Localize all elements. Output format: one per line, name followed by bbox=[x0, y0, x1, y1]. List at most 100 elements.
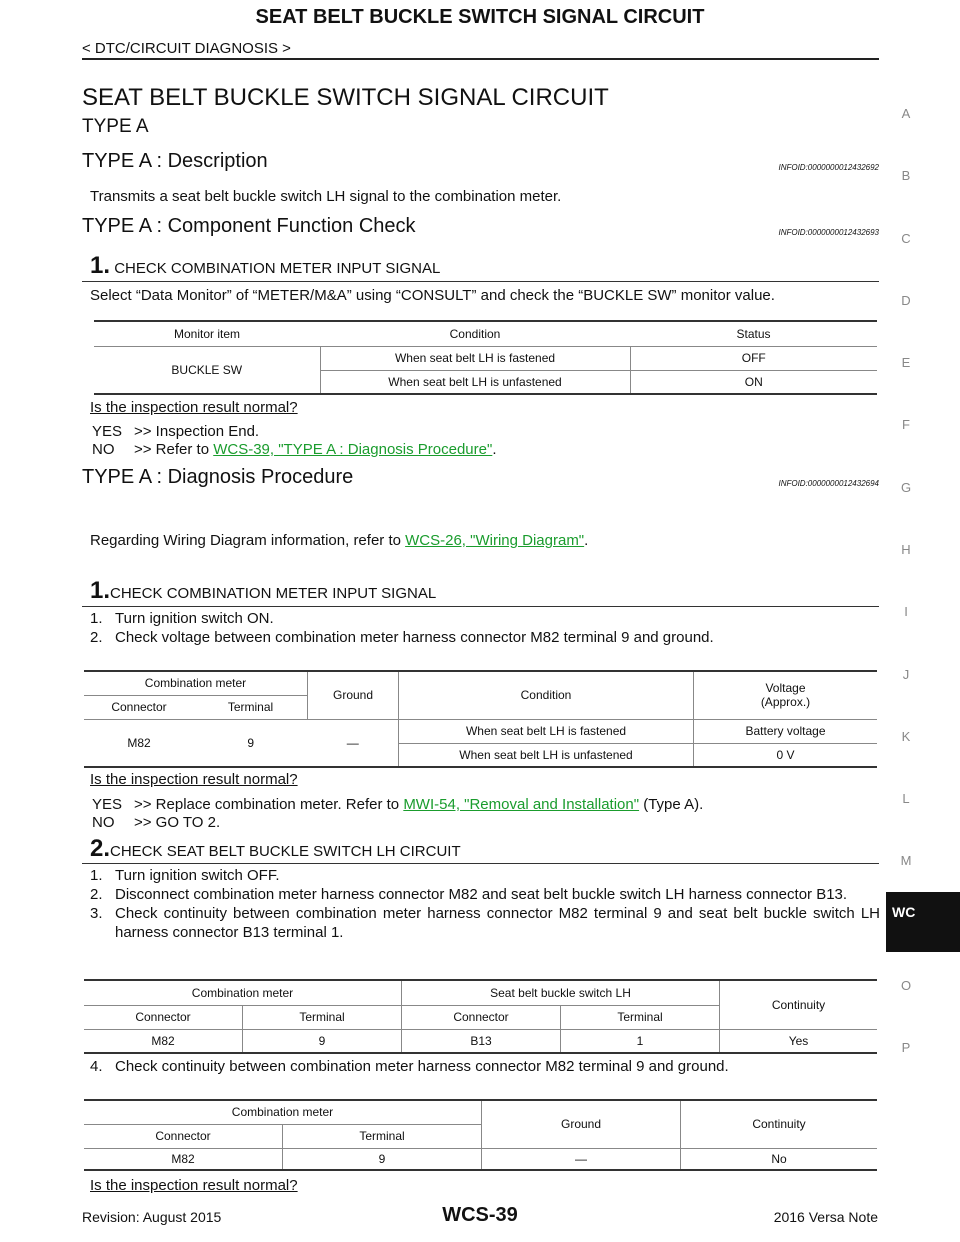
diagnosis-heading: TYPE A : Diagnosis Procedure INFOID:0000… bbox=[82, 466, 879, 492]
side-index-g[interactable]: G bbox=[900, 480, 912, 495]
component-check-step: 1. CHECK COMBINATION METER INPUT SIGNAL bbox=[90, 252, 440, 280]
side-index-i[interactable]: I bbox=[904, 604, 908, 619]
table-header-cell: Terminal bbox=[560, 1004, 720, 1029]
page-header-title: SEAT BELT BUCKLE SWITCH SIGNAL CIRCUIT bbox=[255, 6, 705, 28]
infoid-description: INFOID:0000000012432692 bbox=[778, 163, 879, 172]
table-cell: M82 bbox=[84, 1147, 283, 1170]
yes-text: >> Inspection End. bbox=[134, 423, 260, 440]
inspection-question: Is the inspection result normal? bbox=[90, 1177, 298, 1194]
side-index-f[interactable]: F bbox=[902, 417, 910, 432]
result-yes: YES >> Replace combination meter. Refer … bbox=[92, 796, 704, 813]
wiring-reference: Regarding Wiring Diagram information, re… bbox=[90, 532, 880, 549]
result-options: YES >> Replace combination meter. Refer … bbox=[92, 796, 703, 832]
table-header-cell: Voltage (Approx.) bbox=[693, 671, 877, 719]
result-no: NO >> Refer to WCS-39, "TYPE A : Diagnos… bbox=[92, 441, 497, 459]
table-header-cell: Continuity bbox=[680, 1100, 877, 1148]
table-cell: 0 V bbox=[693, 742, 877, 767]
step-number: 1. bbox=[90, 252, 111, 279]
table-header-row: Combination meter Ground Continuity bbox=[84, 1100, 877, 1148]
table-header-cell: Connector bbox=[84, 1004, 243, 1029]
table-header-cell: Combination meter bbox=[144, 676, 247, 691]
side-index-a[interactable]: A bbox=[901, 106, 911, 121]
side-index-j[interactable]: J bbox=[902, 667, 910, 682]
description-heading: TYPE A : Description INFOID:000000001243… bbox=[82, 150, 879, 176]
list-item: 1.Turn ignition switch ON. bbox=[90, 610, 274, 627]
section-type: TYPE A bbox=[82, 116, 149, 137]
side-index-current-tab[interactable]: WC bbox=[886, 892, 960, 952]
step-title: CHECK SEAT BELT BUCKLE SWITCH LH CIRCUIT bbox=[110, 843, 461, 860]
footer-revision: Revision: August 2015 bbox=[82, 1209, 222, 1225]
side-index-c[interactable]: C bbox=[901, 231, 911, 246]
table-cell: M82 bbox=[84, 1028, 243, 1053]
list-item: 3.Check continuity between combination m… bbox=[90, 905, 880, 941]
side-index-m[interactable]: M bbox=[900, 853, 912, 868]
table-header-cell: Ground bbox=[307, 671, 399, 719]
side-index-l[interactable]: L bbox=[902, 791, 910, 806]
table-header-cell: Monitor item bbox=[173, 326, 241, 341]
list-item: 1.Turn ignition switch OFF. bbox=[90, 867, 280, 884]
side-index-e[interactable]: E bbox=[901, 355, 911, 370]
continuity-table-2: Combination meter Ground Continuity Conn… bbox=[84, 1099, 877, 1171]
component-check-instruction: Select “Data Monitor” of “METER/M&A” usi… bbox=[90, 287, 775, 304]
table-header-row: Combination meter Seat belt buckle switc… bbox=[84, 980, 877, 1029]
step2-list: 1.Turn ignition switch OFF. 2.Disconnect… bbox=[90, 866, 880, 942]
table-row: When seat belt LH is unfastened 0 V bbox=[84, 742, 877, 767]
table-cell: 1 bbox=[560, 1028, 720, 1053]
side-index-o[interactable]: O bbox=[900, 978, 912, 993]
side-index-h[interactable]: H bbox=[901, 542, 911, 557]
diagnosis-step-1: 1.CHECK COMBINATION METER INPUT SIGNAL bbox=[90, 577, 436, 605]
table-cell: When seat belt LH is unfastened bbox=[319, 369, 630, 394]
wiring-diagram-link[interactable]: WCS-26, "Wiring Diagram" bbox=[405, 532, 585, 549]
no-key: NO bbox=[92, 441, 115, 458]
voltage-table: Combination meter Ground Condition Volta… bbox=[84, 670, 877, 768]
diagnosis-heading-text: TYPE A : Diagnosis Procedure bbox=[82, 466, 354, 488]
table-header-row: Combination meter Ground Condition Volta… bbox=[84, 671, 877, 719]
description-heading-text: TYPE A : Description bbox=[82, 150, 268, 172]
table-row: M82 9 — No bbox=[84, 1147, 877, 1170]
list-item: 2.Disconnect combination meter harness c… bbox=[90, 886, 848, 903]
section-title: SEAT BELT BUCKLE SWITCH SIGNAL CIRCUIT bbox=[82, 84, 609, 111]
diagnosis-procedure-link[interactable]: WCS-39, "TYPE A : Diagnosis Procedure" bbox=[213, 441, 493, 458]
table-header-cell: Continuity bbox=[719, 980, 877, 1029]
table-header-row: Connector Terminal Connector Terminal bbox=[84, 1004, 877, 1029]
table-row: BUCKLE SW When seat belt LH is fastened … bbox=[94, 345, 877, 394]
table-header-row: Connector Terminal bbox=[84, 694, 877, 719]
breadcrumb: < DTC/CIRCUIT DIAGNOSIS > bbox=[82, 40, 291, 57]
step-title: CHECK COMBINATION METER INPUT SIGNAL bbox=[110, 585, 437, 602]
infoid-diagnosis: INFOID:0000000012432694 bbox=[778, 479, 879, 488]
table-cell-monitor-item: BUCKLE SW bbox=[94, 345, 320, 394]
wiring-prefix: Regarding Wiring Diagram information, re… bbox=[90, 532, 406, 549]
table-header-cell: Seat belt buckle switch LH bbox=[401, 980, 720, 1005]
table-cell: B13 bbox=[401, 1028, 561, 1053]
no-prefix: >> Refer to bbox=[134, 441, 214, 458]
step-divider bbox=[82, 281, 879, 282]
table-header-row: Monitor item Condition Status bbox=[94, 321, 877, 346]
table-cell: ON bbox=[629, 369, 877, 394]
table-cell: When seat belt LH is fastened bbox=[319, 345, 630, 370]
table-header-cell: Ground bbox=[481, 1100, 681, 1148]
diagnosis-step-2: 2.CHECK SEAT BELT BUCKLE SWITCH LH CIRCU… bbox=[90, 835, 461, 863]
side-index-p[interactable]: P bbox=[901, 1040, 911, 1055]
side-index-b[interactable]: B bbox=[901, 168, 911, 183]
table-cell: When seat belt LH is fastened bbox=[398, 718, 694, 743]
side-index-k[interactable]: K bbox=[901, 729, 911, 744]
step-divider bbox=[82, 863, 879, 864]
step-divider bbox=[82, 606, 879, 607]
table-header-cell: Terminal bbox=[194, 694, 308, 719]
table-cell: No bbox=[680, 1147, 877, 1170]
table-header-cell: Condition bbox=[398, 671, 694, 719]
table-header-cell: Connector bbox=[84, 1123, 283, 1148]
list-item: 2.Check voltage between combination mete… bbox=[90, 629, 714, 646]
table-cell: 9 bbox=[242, 1028, 402, 1053]
step-number: 2. bbox=[90, 835, 111, 862]
removal-installation-link[interactable]: MWI-54, "Removal and Installation" bbox=[403, 796, 640, 813]
table-header-cell: Terminal bbox=[242, 1004, 402, 1029]
table-header-cell: Connector bbox=[84, 694, 194, 719]
monitor-table: Monitor item Condition Status BUCKLE SW … bbox=[94, 320, 877, 395]
table-header-cell: Connector bbox=[401, 1004, 561, 1029]
step-number: 1. bbox=[90, 577, 111, 604]
continuity-table-1: Combination meter Seat belt buckle switc… bbox=[84, 979, 877, 1054]
yes-key: YES bbox=[92, 423, 123, 440]
side-index-d[interactable]: D bbox=[901, 293, 911, 308]
result-yes: YES >> Inspection End. bbox=[92, 423, 497, 441]
